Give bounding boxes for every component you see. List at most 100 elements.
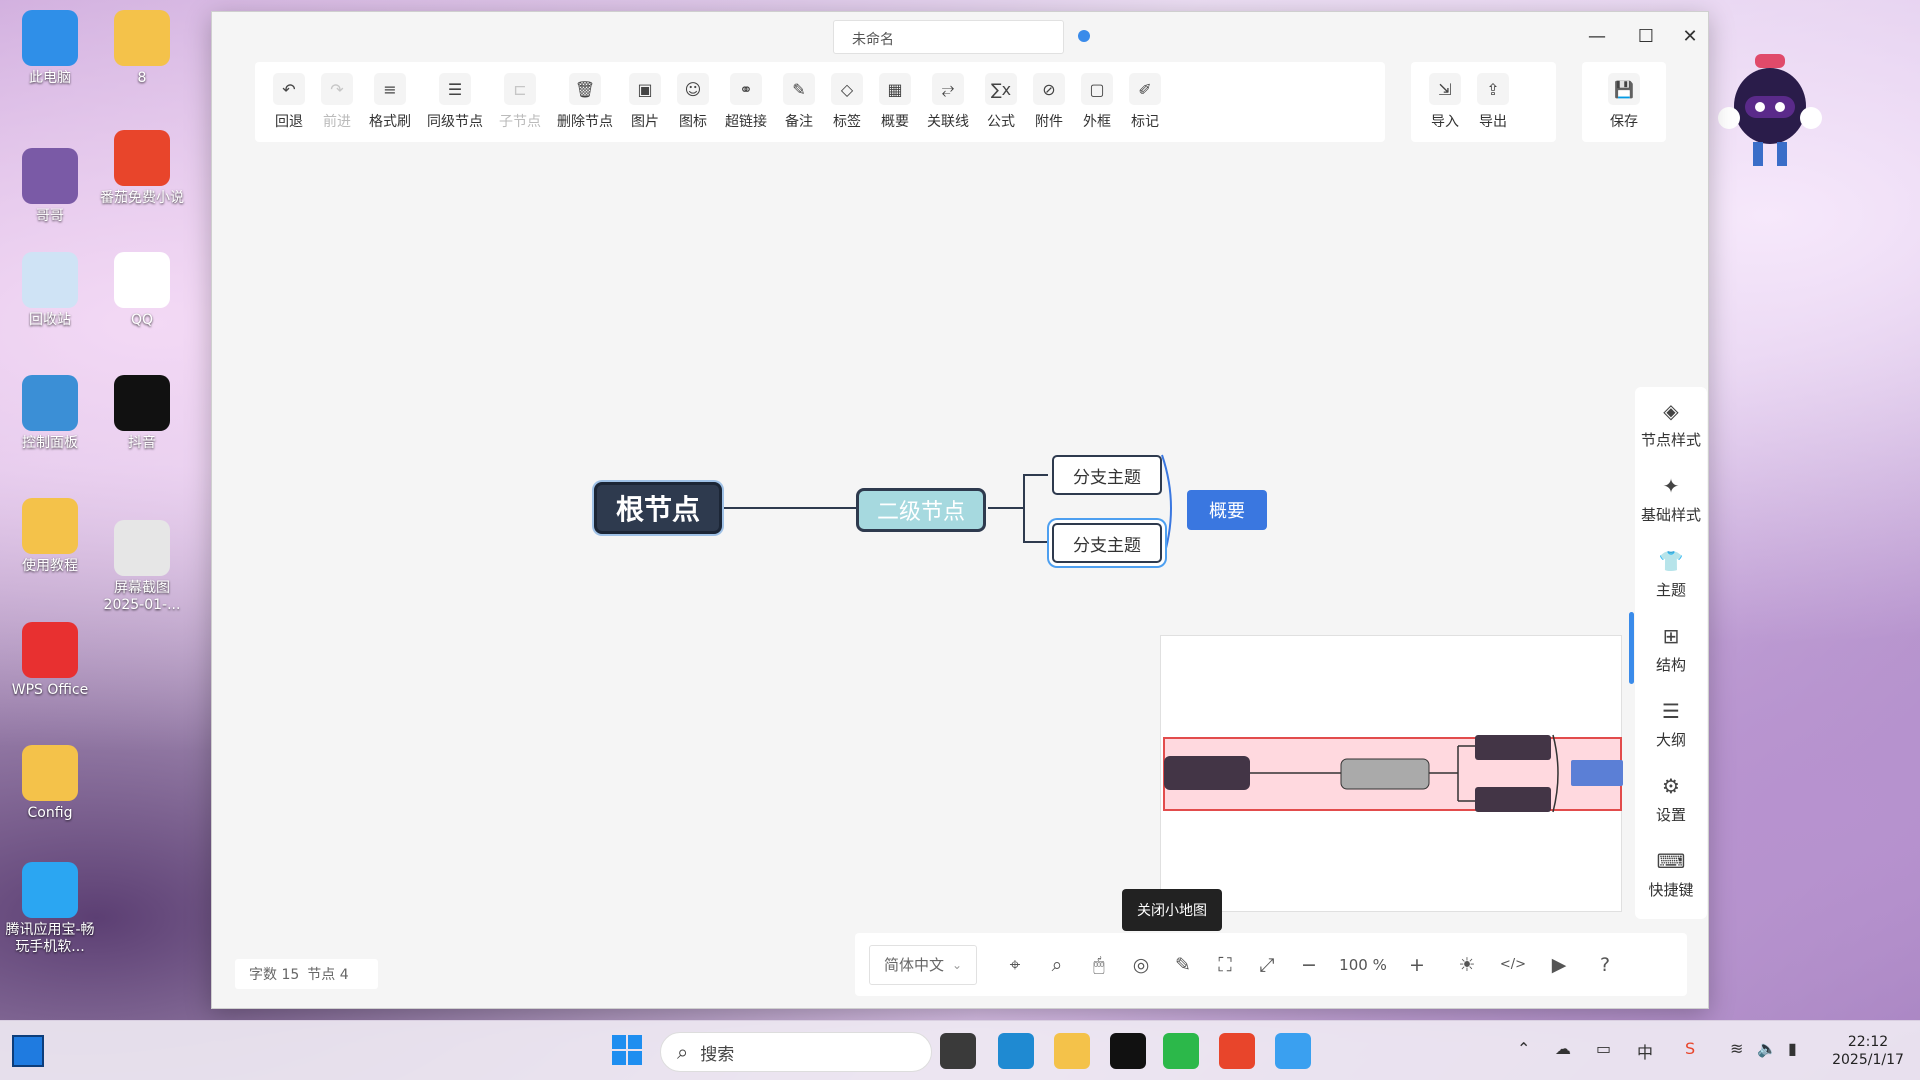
word-count: 字数 15	[249, 967, 300, 983]
side-panel-node-style[interactable]: ◈节点样式	[1635, 387, 1707, 462]
tablet-icon[interactable]: ▭	[1596, 1039, 1612, 1058]
document-title-input[interactable]: 未命名	[833, 20, 1064, 54]
bottom-toolbar: 简体中文 ⌄ ⌖⌕🖱◎✎⛶⤢ − 100 % + ☀</>▶?	[855, 933, 1687, 996]
desktop-icon-wps[interactable]: WPS Office	[4, 622, 96, 699]
start-button[interactable]	[612, 1035, 642, 1065]
desktop-icon-control-panel[interactable]: 控制面板	[4, 375, 96, 452]
desktop-icon-label: 番茄免费小说	[100, 190, 184, 206]
fit-canvas-icon[interactable]: ⛶	[1218, 953, 1232, 976]
main-toolbar: ↶回退↷前进≡格式刷☰同级节点⊏子节点🗑删除节点▣图片☺图标⚭超链接✎备注◇标签…	[255, 62, 1385, 142]
branch-node-selected[interactable]: 分支主题	[1052, 523, 1162, 563]
save-button[interactable]: 💾保存	[1600, 67, 1648, 137]
desktop-icon-qq[interactable]: QQ	[96, 252, 188, 329]
zoom-in-button[interactable]: +	[1409, 953, 1425, 976]
note-button[interactable]: ✎备注	[775, 67, 823, 137]
desktop-icon-folder[interactable]: 8	[96, 10, 188, 87]
desktop-icon-folder[interactable]: 使用教程	[4, 498, 96, 575]
desktop-icon-folder[interactable]: Config	[4, 745, 96, 822]
sibling-node-button[interactable]: ☰同级节点	[419, 67, 491, 137]
format-painter-button[interactable]: ≡格式刷	[361, 67, 419, 137]
mark-button[interactable]: ✐标记	[1121, 67, 1169, 137]
import-button[interactable]: ⇲导入	[1421, 67, 1469, 137]
fullscreen-icon[interactable]: ⤢	[1259, 953, 1275, 976]
close-minimap-tooltip: 关闭小地图	[1122, 889, 1222, 939]
search-icon[interactable]: ⌕	[1051, 953, 1063, 976]
side-panel-structure[interactable]: ⊞结构	[1635, 612, 1707, 687]
show-hidden-icons-button[interactable]: ⌃	[1517, 1039, 1531, 1058]
second-level-node[interactable]: 二级节点	[856, 488, 986, 532]
input-method-icon[interactable]: 中	[1637, 1043, 1654, 1062]
desktop-icon-tomato-novel[interactable]: 番茄免费小说	[96, 130, 188, 207]
redo-button[interactable]: ↷前进	[313, 67, 361, 137]
clock-time: 22:12	[1847, 1034, 1889, 1050]
summary-node[interactable]: 概要	[1187, 490, 1267, 530]
taskbar-search[interactable]: ⌕ 搜索	[660, 1032, 932, 1072]
maximize-button[interactable]: ☐	[1637, 25, 1655, 47]
desktop-icon-recycle-bin[interactable]: 回收站	[4, 252, 96, 329]
relation-line-button[interactable]: ⥂关联线	[919, 67, 977, 137]
minimap[interactable]	[1160, 635, 1623, 912]
volume-icon[interactable]: 🔈	[1757, 1039, 1777, 1058]
image-button[interactable]: ▣图片	[621, 67, 669, 137]
root-node[interactable]: 根节点	[594, 482, 722, 534]
wechat-icon[interactable]	[1163, 1033, 1199, 1069]
link-button[interactable]: ⚭超链接	[717, 67, 775, 137]
compass-minimap-icon[interactable]: ◎	[1132, 953, 1150, 976]
toolbar-label: 标记	[1131, 114, 1159, 130]
summary-button[interactable]: ▦概要	[871, 67, 919, 137]
mindmap-app-icon[interactable]	[1275, 1033, 1311, 1069]
code-icon[interactable]: </>	[1499, 957, 1527, 972]
desktop-icon-computer[interactable]: 此电脑	[4, 10, 96, 87]
locate-icon[interactable]: ⌖	[1009, 953, 1021, 976]
desktop-icon-label: Config	[27, 805, 73, 821]
desktop-icon-image[interactable]: 哥哥	[4, 148, 96, 225]
zoom-out-button[interactable]: −	[1301, 953, 1317, 976]
side-panel-magic-wand[interactable]: ✦基础样式	[1635, 462, 1707, 537]
language-select[interactable]: 简体中文 ⌄	[869, 944, 977, 985]
help-icon[interactable]: ?	[1599, 953, 1611, 976]
douyin-icon[interactable]	[1110, 1033, 1146, 1069]
folder-icon	[22, 745, 78, 801]
branch-node[interactable]: 分支主题	[1052, 455, 1162, 495]
close-button[interactable]: ✕	[1682, 25, 1698, 47]
mouse-icon[interactable]: 🖱	[1093, 953, 1105, 976]
attachment-button[interactable]: ⊘附件	[1025, 67, 1073, 137]
tomato-novel-icon[interactable]	[1219, 1033, 1255, 1069]
taskbar-clock[interactable]: 22:12 2025/1/17	[1820, 1033, 1916, 1069]
delete-node-button[interactable]: 🗑删除节点	[549, 67, 621, 137]
battery-icon[interactable]: ▮	[1788, 1039, 1797, 1058]
desktop-icon-screenshot-file[interactable]: 屏幕截图 2025-01-...	[96, 520, 188, 614]
side-panel-label: 节点样式	[1640, 431, 1701, 449]
side-panel-shirt[interactable]: 👕主题	[1635, 537, 1707, 612]
relation-line-icon: ⥂	[932, 73, 964, 105]
widgets-icon[interactable]	[940, 1033, 976, 1069]
edit-icon[interactable]: ✎	[1175, 953, 1191, 976]
ime-s-icon[interactable]: S	[1685, 1039, 1696, 1058]
side-panel-label: 快捷键	[1648, 881, 1694, 899]
outline-icon: ☰	[1662, 699, 1680, 723]
outer-frame-button[interactable]: ▢外框	[1073, 67, 1121, 137]
edge-icon[interactable]	[998, 1033, 1034, 1069]
undo-button[interactable]: ↶回退	[265, 67, 313, 137]
side-panel-settings[interactable]: ⚙设置	[1635, 762, 1707, 837]
emoji-button[interactable]: ☺图标	[669, 67, 717, 137]
child-node-button[interactable]: ⊏子节点	[491, 67, 549, 137]
desktop-icon-tencent-appstore[interactable]: 腾讯应用宝-畅玩手机软...	[4, 862, 96, 956]
toolbar-label: 格式刷	[369, 114, 411, 130]
minimize-button[interactable]: —	[1588, 25, 1606, 47]
wifi-icon[interactable]: ≋	[1730, 1039, 1744, 1058]
file-explorer-icon[interactable]	[1054, 1033, 1090, 1069]
side-panel-keyboard[interactable]: ⌨快捷键	[1635, 837, 1707, 912]
structure-icon: ⊞	[1662, 624, 1680, 648]
emoji-icon: ☺	[677, 73, 709, 105]
taskbar-widget-icon[interactable]	[12, 1035, 44, 1067]
desktop-icon-douyin[interactable]: 抖音	[96, 375, 188, 452]
presentation-icon[interactable]: ▶	[1551, 953, 1567, 976]
export-button[interactable]: ⇪导出	[1469, 67, 1517, 137]
side-panel-outline[interactable]: ☰大纲	[1635, 687, 1707, 762]
theme-sun-icon[interactable]: ☀	[1458, 953, 1476, 976]
onedrive-icon[interactable]: ☁	[1555, 1039, 1571, 1058]
tag-button[interactable]: ◇标签	[823, 67, 871, 137]
zoom-value: 100	[1339, 955, 1368, 974]
